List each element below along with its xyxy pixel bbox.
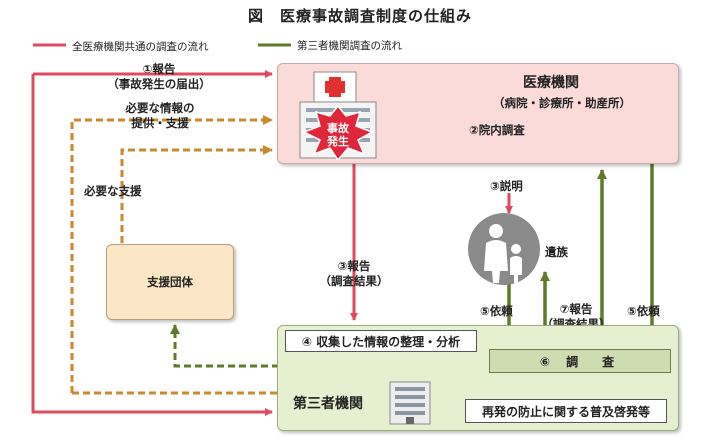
accident-burst-icon [302,104,374,160]
legend-green-label: 第三者機関調査の流れ [297,40,402,52]
arrow-needed-support [120,145,273,243]
family-label: 遺族 [545,245,568,259]
family-icon [468,213,540,285]
accident-label: 事故 発生 [322,122,354,148]
report-event-line1: ①報告 [142,62,176,76]
request-family-label: ⑤依頼 [480,304,513,318]
legend-red-label: 全医療機関共通の調査の流れ [72,41,209,53]
building-icon [389,381,431,425]
survey-box: ⑥ 調 査 [489,349,671,373]
report-result-line2: （調査結果） [319,274,389,288]
arrow-report-event [31,74,273,416]
internal-investigation-label: ②院内調査 [469,123,525,137]
prevention-box: 再発の防止に関する普及啓発等 [465,399,667,423]
report-event-label: ①報告 （事故発生の届出） [94,62,224,92]
accident-label-line1: 事故 [327,122,349,135]
support-org-box [106,244,234,320]
organize-analysis-box: ④ 収集した情報の整理・分析 [285,330,477,352]
request-medical-label: ⑤依頼 [627,304,660,318]
report-family-line1: ⑦報告 [559,302,593,316]
page-title: 図 医療事故調査制度の仕組み [247,7,472,25]
arrow-info-support [70,115,273,393]
medical-institution-types: （病院・診療所・助産所） [493,96,631,110]
explain-label: ③説明 [490,179,523,193]
hospital-icon [299,71,377,160]
info-support-line2: 提供・支援 [131,116,189,130]
report-result-label: ③報告 （調査結果） [318,259,390,289]
medical-institution-name: 医療機関 [523,75,579,91]
report-event-line2: （事故発生の届出） [107,77,211,91]
report-result-line1: ③報告 [337,259,371,273]
support-org-name: 支援団体 [147,275,193,289]
needed-support-label: 必要な支援 [84,184,142,198]
accident-label-line2: 発生 [327,135,349,148]
third-party-name: 第三者機関 [293,396,363,412]
info-support-line1: 必要な情報の [125,101,195,115]
info-support-label: 必要な情報の 提供・支援 [110,101,210,131]
